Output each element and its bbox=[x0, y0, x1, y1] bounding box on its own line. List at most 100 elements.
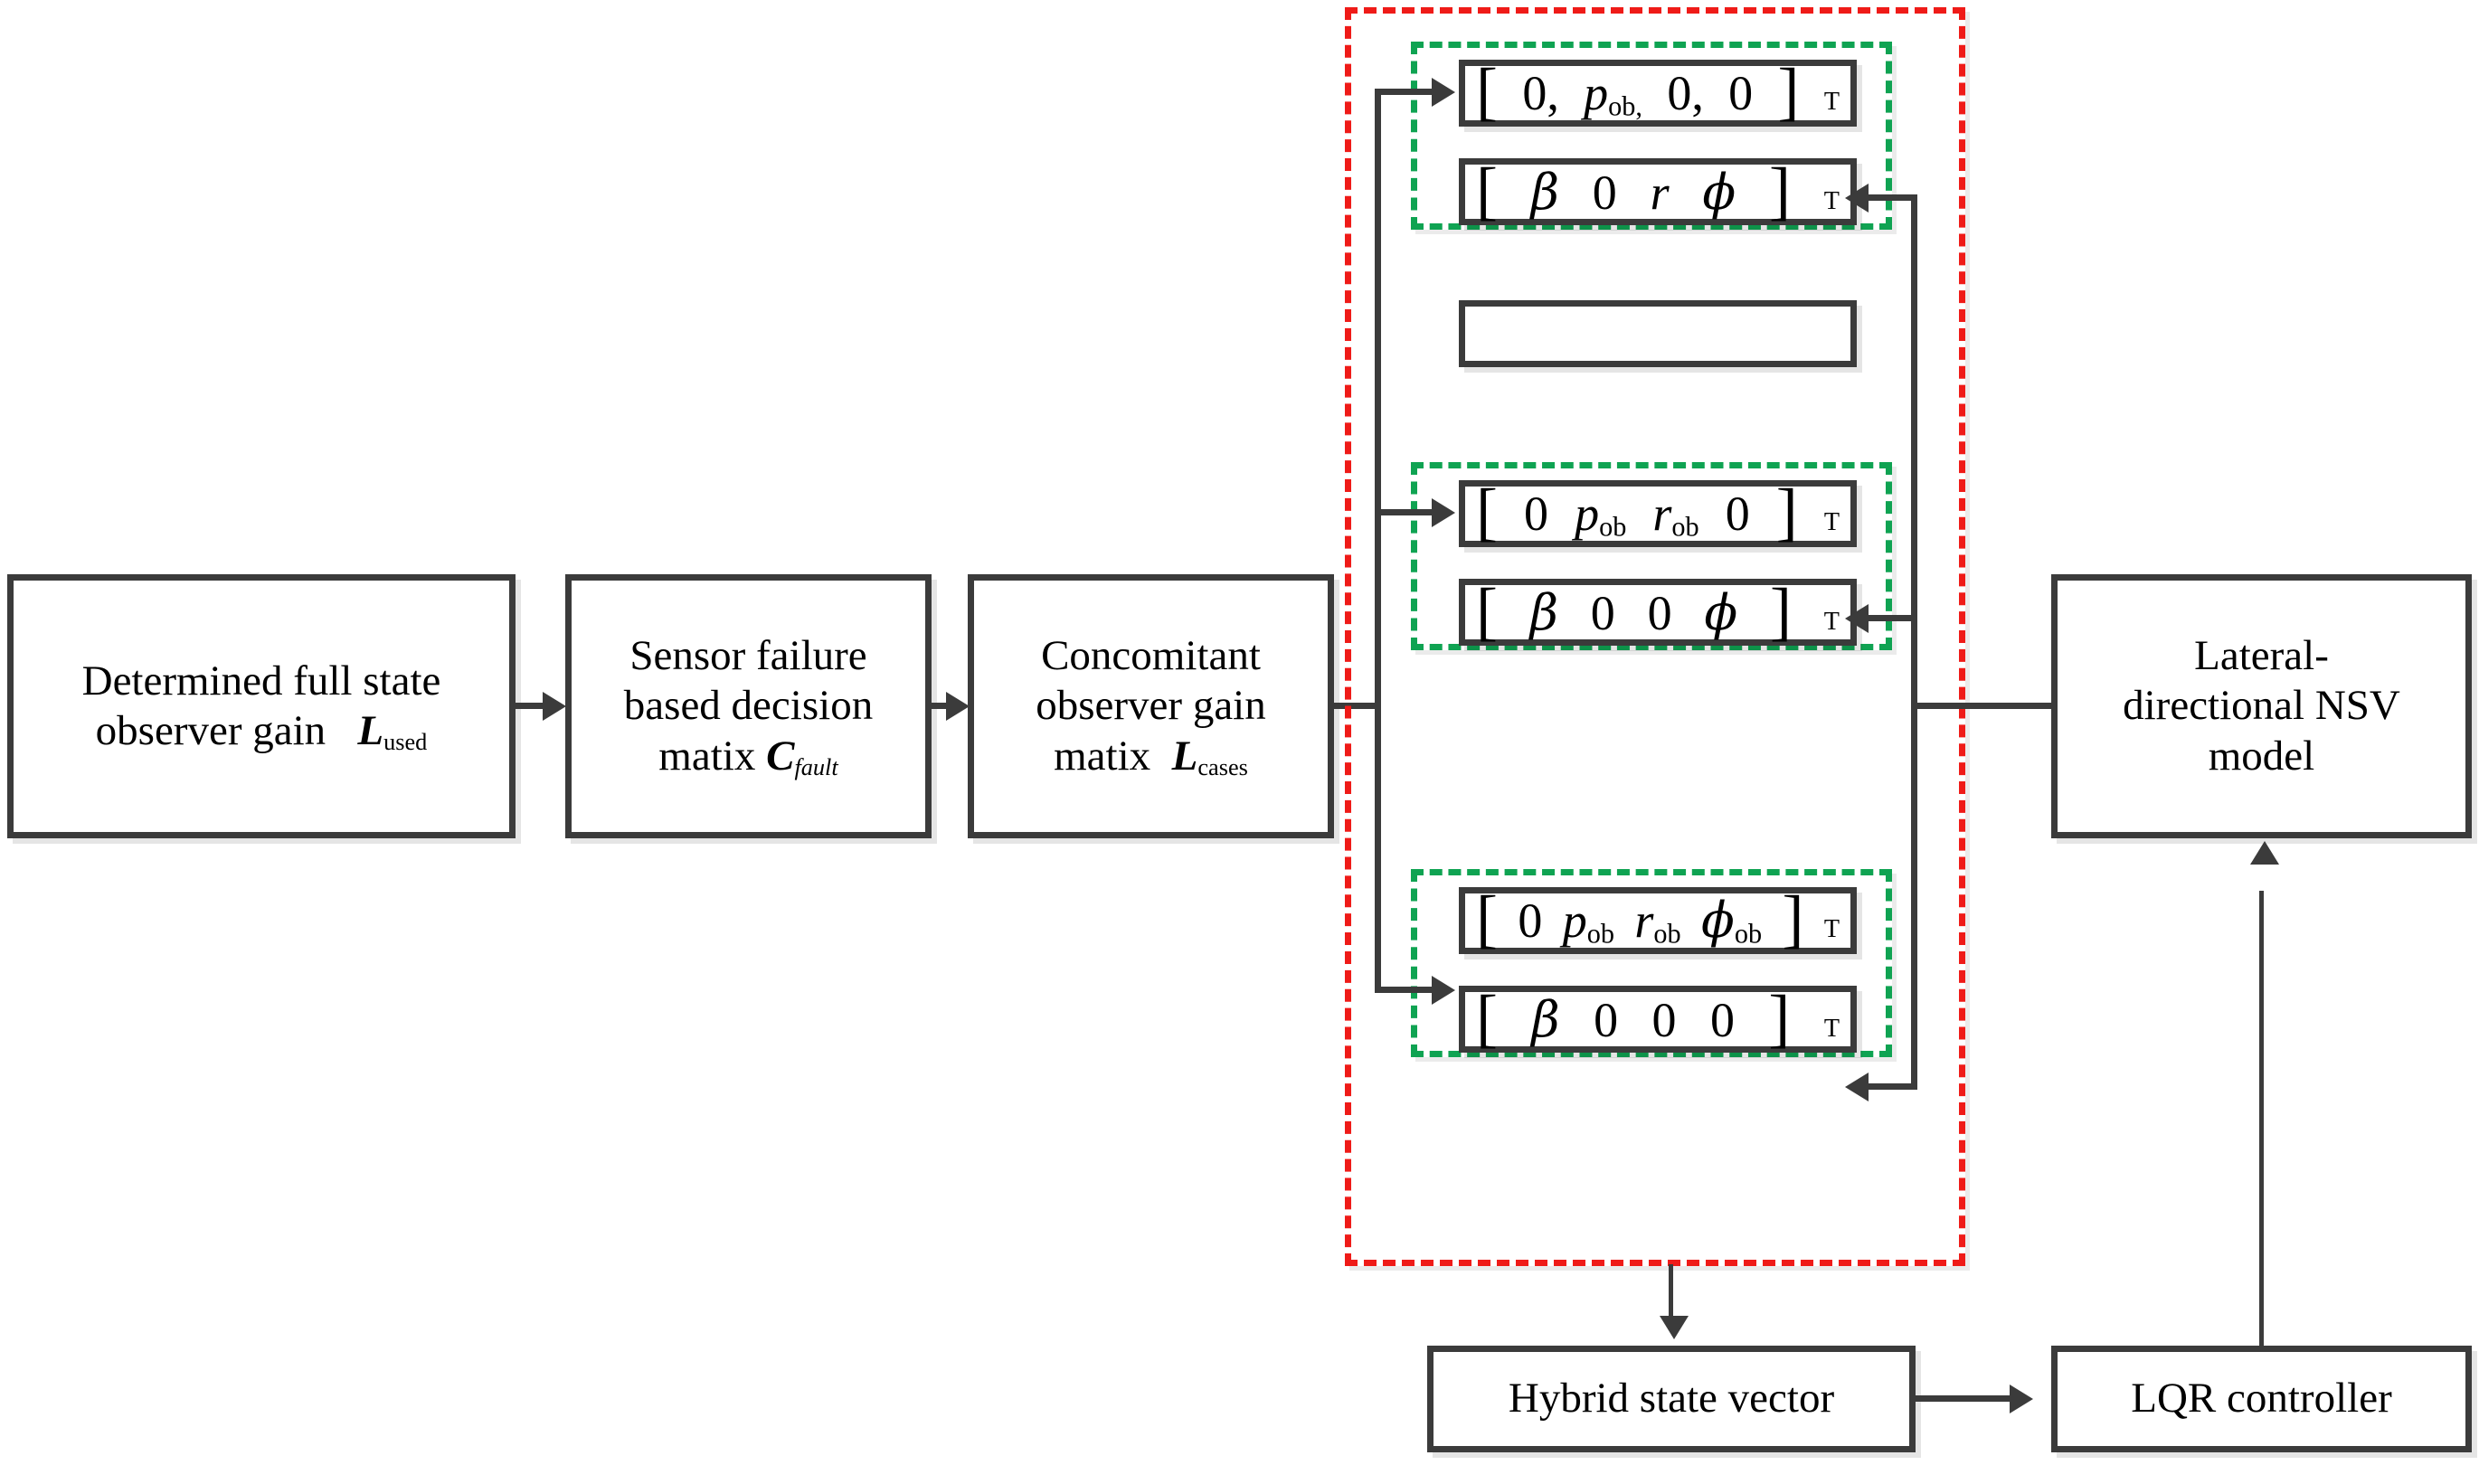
feedback-branch-case2 bbox=[1863, 615, 1917, 621]
vector-case3-observer: [ 0 pob rob ϕob ]T bbox=[1459, 887, 1857, 954]
case3-observer-el-0: 0 bbox=[1518, 893, 1543, 949]
bus-branch-case3 bbox=[1375, 987, 1438, 993]
case1-measured-el-3: ϕ bbox=[1702, 163, 1736, 221]
arrowhead-block2-to-block3 bbox=[946, 692, 970, 721]
case1-measured-transpose: T bbox=[1823, 186, 1840, 215]
case3-measured-open-bracket: [ bbox=[1476, 981, 1498, 1054]
case1-observer-el-3: 0 bbox=[1728, 66, 1754, 121]
arrowhead-to-hybrid-state-vector bbox=[1660, 1316, 1689, 1339]
connector-block1-to-block2 bbox=[516, 703, 548, 709]
block1-symbol: L bbox=[357, 707, 384, 754]
arrowhead-bus-to-case1 bbox=[1432, 78, 1455, 107]
arrowhead-feedback-to-case2 bbox=[1845, 604, 1869, 633]
case2-observer-sub-1: ob bbox=[1599, 511, 1627, 543]
group-case-2 bbox=[1411, 462, 1892, 650]
block-lqr-controller: LQR controller bbox=[2051, 1346, 2472, 1452]
case1-observer-el-1: p bbox=[1584, 66, 1609, 121]
case2-measured-close-bracket: ] bbox=[1770, 574, 1792, 647]
block2-line1: Sensor failure bbox=[629, 631, 867, 679]
case3-observer-sub-3: ob bbox=[1734, 918, 1763, 950]
case3-measured-transpose: T bbox=[1823, 1014, 1840, 1043]
vector-case1-measured: [ β 0 r ϕ ]T bbox=[1459, 158, 1857, 225]
arrowhead-bus-to-case3 bbox=[1432, 976, 1455, 1005]
arrowhead-block1-to-block2 bbox=[543, 692, 566, 721]
vector-case2-observer bbox=[1459, 300, 1857, 367]
block-determined-full-state-observer-gain: Determined full state observer gain Luse… bbox=[7, 574, 516, 838]
case2-measured-el-2: 0 bbox=[1647, 585, 1672, 640]
arrowhead-lqr-to-plant bbox=[2250, 841, 2279, 865]
case3-observer-el-3: ϕ bbox=[1701, 892, 1735, 950]
case2-measured-open-bracket: [ bbox=[1476, 574, 1498, 647]
case3-observer-el-1: p bbox=[1562, 893, 1587, 949]
case1-measured-el-0: β bbox=[1530, 163, 1559, 221]
vector-case1-observer: [ 0, pob, 0, 0 ]T bbox=[1459, 60, 1857, 127]
feedback-branch-case1 bbox=[1863, 194, 1917, 201]
block2-line2: based decision bbox=[623, 682, 874, 730]
block1-subscript: used bbox=[383, 728, 428, 755]
case3-observer-transpose: T bbox=[1823, 915, 1840, 944]
arrowhead-feedback-to-case3 bbox=[1845, 1073, 1869, 1101]
lqr-controller-label: LQR controller bbox=[2131, 1375, 2392, 1423]
case2-measured-el-0: β bbox=[1529, 583, 1558, 641]
case2-observer-el-3: 0 bbox=[1725, 487, 1750, 542]
connector-lqr-to-plant bbox=[2259, 891, 2264, 1347]
plant-line2: directional NSV bbox=[2123, 682, 2400, 730]
connector-block3-to-bus bbox=[1334, 703, 1381, 709]
block1-line1: Determined full state bbox=[81, 657, 441, 704]
case2-measured-el-3: ϕ bbox=[1704, 583, 1738, 641]
feedback-branch-case3 bbox=[1863, 1083, 1917, 1090]
case3-observer-sub-2: ob bbox=[1653, 918, 1681, 950]
plant-line1: Lateral- bbox=[2194, 631, 2329, 679]
block-concomitant-observer-gain-matrix: Concomitant observer gain matix Lcases bbox=[968, 574, 1334, 838]
case1-observer-sub-1: ob, bbox=[1608, 90, 1642, 122]
vector-case3-measured: [ β 0 0 0 ]T bbox=[1459, 986, 1857, 1053]
arrowhead-bus-to-case2 bbox=[1432, 498, 1455, 527]
plant-line3: model bbox=[2208, 732, 2315, 780]
arrowhead-hybrid-to-lqr bbox=[2010, 1385, 2033, 1413]
case2-observer-close-bracket: ] bbox=[1775, 476, 1798, 549]
vector-case2-observer-real: [ 0 pob rob 0 ]T bbox=[1459, 480, 1857, 547]
case3-measured-el-0: β bbox=[1531, 990, 1560, 1048]
block2-subscript: fault bbox=[794, 753, 838, 780]
block2-line3: matix bbox=[658, 732, 756, 780]
feedback-bus-vertical bbox=[1911, 194, 1917, 1090]
connector-plant-to-feedback-bus bbox=[1911, 703, 2056, 709]
group-observer-cases-outer bbox=[1345, 7, 1965, 1266]
bus-branch-case1 bbox=[1375, 89, 1438, 95]
case3-observer-sub-1: ob bbox=[1586, 918, 1614, 950]
block3-line3: matix bbox=[1054, 732, 1151, 780]
case2-observer-open-bracket: [ bbox=[1476, 476, 1498, 549]
case3-measured-close-bracket: ] bbox=[1768, 981, 1791, 1054]
case2-measured-transpose: T bbox=[1823, 607, 1840, 636]
case1-measured-close-bracket: ] bbox=[1769, 154, 1791, 227]
block2-symbol: C bbox=[766, 732, 795, 780]
case3-measured-el-2: 0 bbox=[1651, 992, 1677, 1047]
block-hybrid-state-vector: Hybrid state vector bbox=[1427, 1346, 1916, 1452]
case2-observer-el-2: r bbox=[1652, 487, 1672, 542]
case1-measured-open-bracket: [ bbox=[1476, 154, 1498, 227]
bus-vertical-distribution bbox=[1375, 89, 1381, 993]
case2-measured-el-1: 0 bbox=[1590, 585, 1615, 640]
case1-observer-el-0: 0, bbox=[1522, 66, 1559, 121]
case3-measured-el-1: 0 bbox=[1594, 992, 1619, 1047]
bus-branch-case2 bbox=[1375, 509, 1438, 515]
case3-measured-el-3: 0 bbox=[1709, 992, 1735, 1047]
arrowhead-feedback-to-case1 bbox=[1845, 184, 1869, 213]
case3-observer-open-bracket: [ bbox=[1476, 883, 1498, 956]
case1-observer-close-bracket: ] bbox=[1777, 55, 1800, 128]
case2-observer-el-0: 0 bbox=[1524, 487, 1549, 542]
case1-observer-open-bracket: [ bbox=[1476, 55, 1498, 128]
block3-line1: Concomitant bbox=[1041, 631, 1261, 679]
connector-hybrid-to-lqr bbox=[1916, 1395, 2026, 1402]
block3-symbol: L bbox=[1171, 732, 1198, 780]
block-sensor-failure-decision-matrix: Sensor failure based decision matix Cfau… bbox=[565, 574, 932, 838]
case1-measured-el-1: 0 bbox=[1592, 165, 1617, 220]
block-lateral-directional-nsv-model: Lateral- directional NSV model bbox=[2051, 574, 2472, 838]
connector-cases-to-hybrid-state-vector bbox=[1669, 1264, 1673, 1320]
case1-observer-el-2: 0, bbox=[1667, 66, 1704, 121]
case2-observer-sub-2: ob bbox=[1671, 511, 1699, 543]
case1-measured-el-2: r bbox=[1650, 165, 1670, 220]
group-case-3 bbox=[1411, 869, 1892, 1057]
case2-observer-transpose: T bbox=[1823, 508, 1840, 537]
